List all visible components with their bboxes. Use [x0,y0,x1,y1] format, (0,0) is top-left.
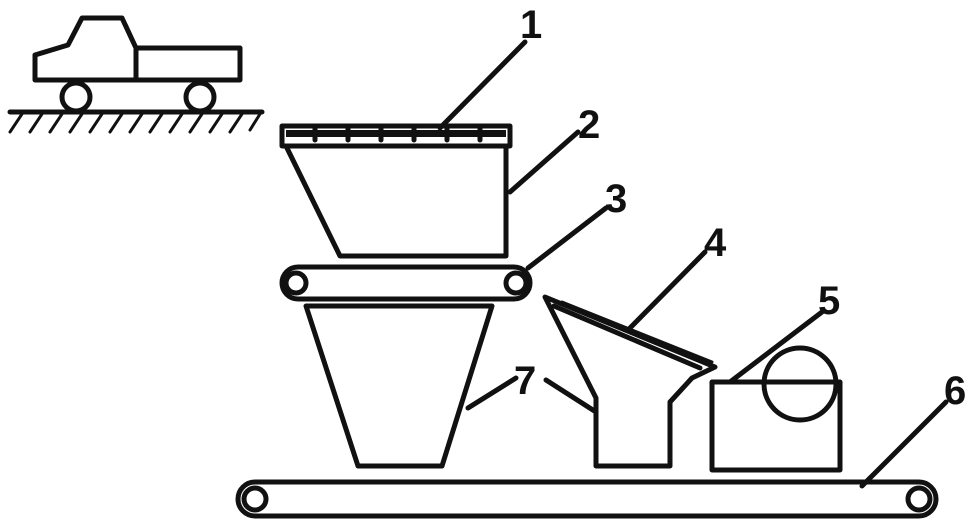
ground [7,109,265,134]
label-6: 6 [944,369,966,413]
truck [32,15,243,114]
receiving-hopper [283,143,509,259]
leader-lines [437,39,949,489]
label-7: 7 [514,359,536,403]
storage-bin-left [303,303,495,469]
label-5: 5 [818,279,840,323]
label-2: 2 [578,103,600,147]
drum-unit [709,345,843,473]
inclined-feeder [542,294,718,469]
lower-belt-conveyor [235,479,939,519]
label-1: 1 [520,3,542,47]
label-4: 4 [704,221,727,265]
label-3: 3 [605,177,627,221]
upper-belt-conveyor [279,264,533,302]
receiving-grid [279,123,513,149]
